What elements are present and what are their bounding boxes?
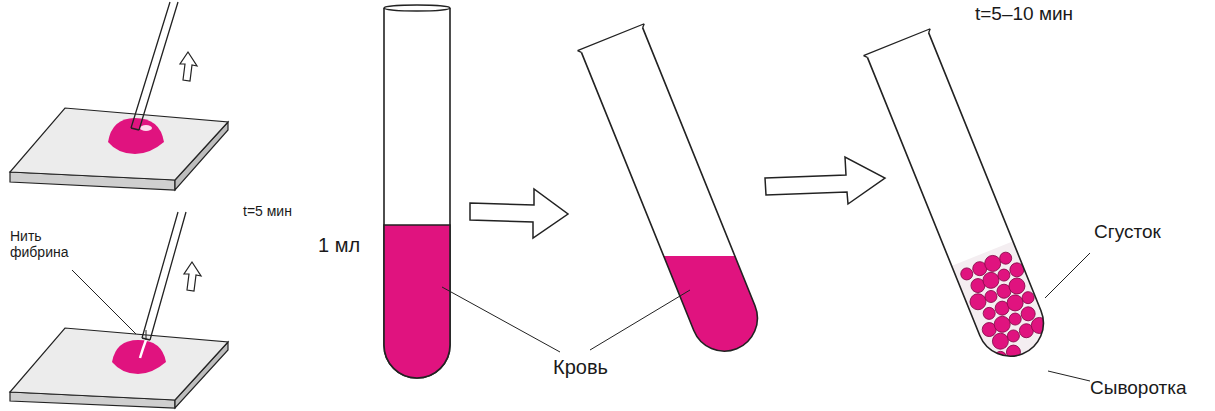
clot-blob bbox=[996, 267, 1012, 283]
clot-blob bbox=[983, 289, 999, 305]
label: 1 мл bbox=[318, 234, 378, 257]
process-arrow bbox=[470, 189, 568, 238]
clot-blob bbox=[1007, 311, 1023, 327]
leader-line bbox=[72, 270, 136, 334]
lift-arrow bbox=[184, 262, 201, 291]
label: Сгусток bbox=[1094, 221, 1204, 243]
clot-blob bbox=[998, 250, 1014, 266]
process-arrow bbox=[765, 157, 885, 204]
clot-blob bbox=[1029, 315, 1050, 336]
glass-slide bbox=[10, 328, 228, 408]
label: Сыворотка bbox=[1090, 377, 1210, 399]
pipette bbox=[131, 2, 178, 130]
label: Кровь bbox=[553, 356, 633, 379]
blood-drop bbox=[108, 118, 164, 154]
clot-blob bbox=[1006, 328, 1022, 344]
test-tube bbox=[540, 24, 820, 411]
clot bbox=[945, 239, 1064, 380]
clot-blob bbox=[959, 266, 975, 282]
label: Нить фибрина bbox=[10, 228, 90, 260]
clot-blob bbox=[1004, 343, 1022, 361]
label: t=5 мин bbox=[243, 203, 333, 219]
lift-arrow bbox=[180, 52, 197, 81]
pipette bbox=[142, 212, 186, 340]
label: t=5–10 мин bbox=[975, 3, 1115, 25]
fibrin-thread bbox=[146, 330, 147, 340]
test-tube bbox=[384, 5, 450, 378]
test-tube bbox=[860, 27, 1065, 380]
clot-blob bbox=[1008, 261, 1026, 279]
blood-drop bbox=[112, 340, 166, 374]
leader-line bbox=[442, 253, 1090, 381]
glass-slide bbox=[10, 108, 228, 190]
clot-blob bbox=[981, 306, 997, 322]
